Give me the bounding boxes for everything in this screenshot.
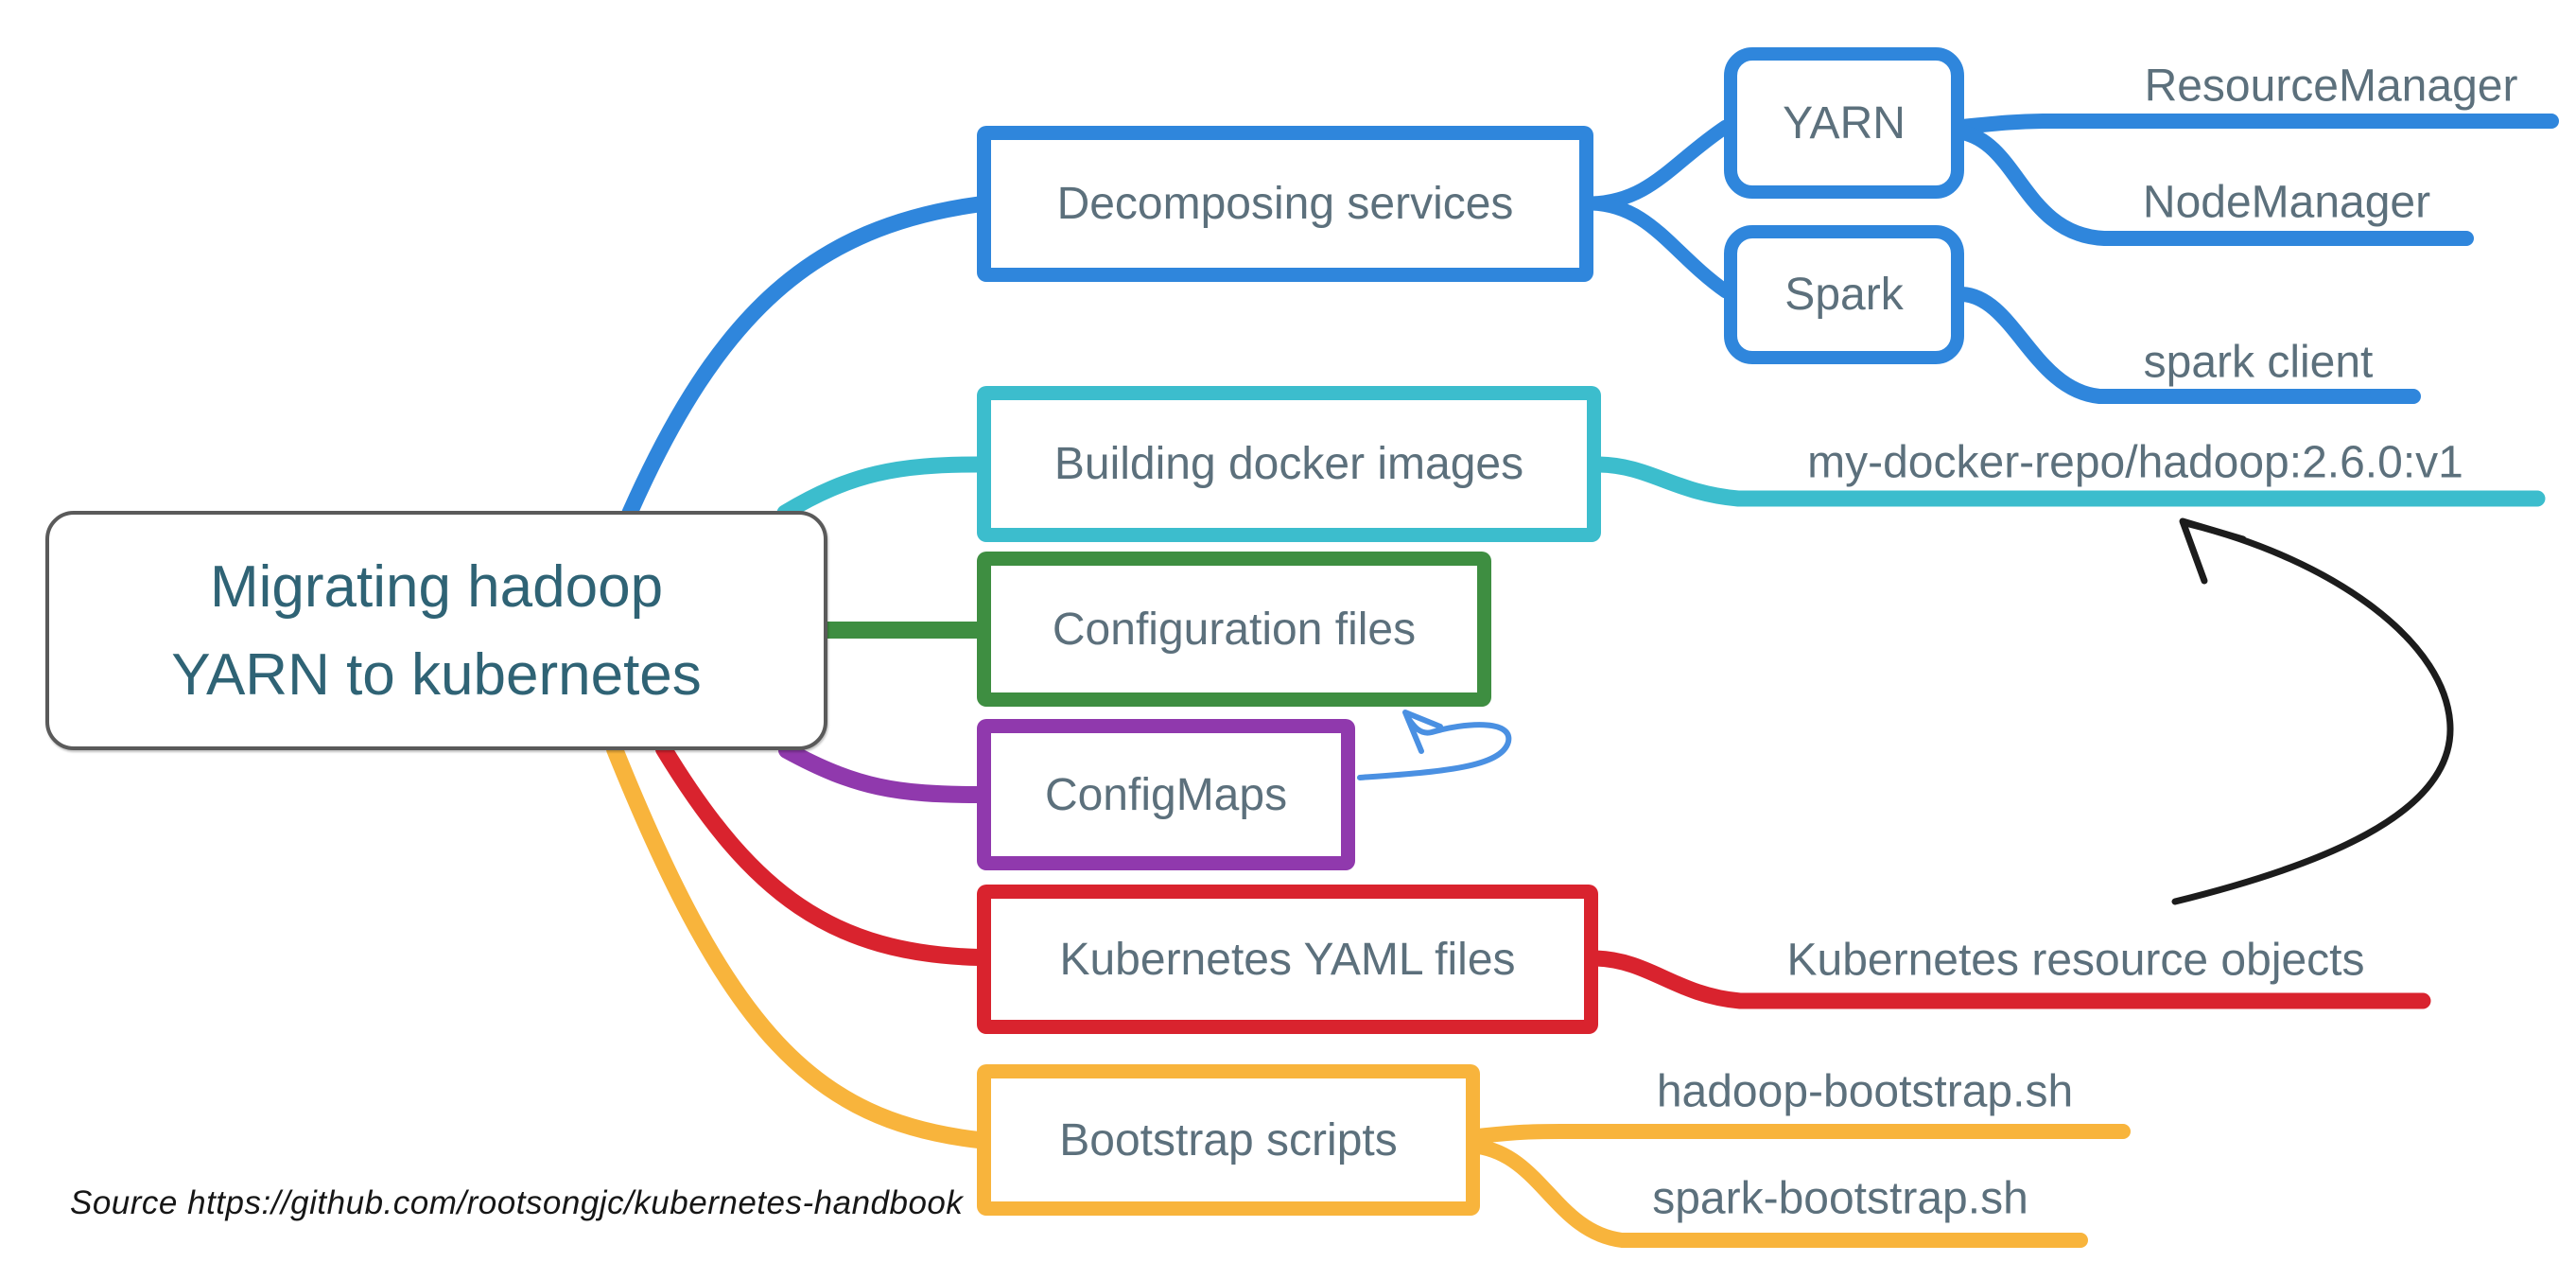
leaf-label-spark-client: spark client: [2143, 337, 2374, 388]
branch-node-configmaps: ConfigMaps: [977, 719, 1355, 870]
leaf-label-kubernetes-resource-objects: Kubernetes resource objects: [1786, 935, 2365, 986]
annotation-arrow-black-curve: [2171, 520, 2454, 905]
branch-line-yarn: [1584, 119, 1733, 211]
leaf-label-resource-manager: ResourceManager: [2144, 61, 2518, 112]
leaf-label-hadoop-bootstrap: hadoop-bootstrap.sh: [1656, 1066, 2074, 1117]
leaf-label-spark-bootstrap: spark-bootstrap.sh: [1652, 1173, 2028, 1224]
leaf-line-spark-client: [1955, 287, 2421, 404]
leaf-label-docker-repo: my-docker-repo/hadoop:2.6.0:v1: [1807, 437, 2463, 488]
branch-label-configmaps: ConfigMaps: [1044, 769, 1288, 820]
branch-line-spark: [1584, 196, 1733, 299]
leaf-label-node-manager: NodeManager: [2142, 177, 2431, 228]
branch-line-bootstrap: [606, 741, 987, 1148]
subtopic-node-yarn: YARN: [1724, 47, 1964, 199]
branch-label-configuration-files: Configuration files: [1052, 604, 1417, 655]
subtopic-label-spark: Spark: [1784, 270, 1904, 320]
branch-label-kubernetes-yaml-files: Kubernetes YAML files: [1059, 934, 1516, 985]
branch-node-decomposing-services: Decomposing services: [977, 126, 1593, 282]
leaf-line-resource-manager: [1955, 114, 2559, 134]
central-topic-line2: YARN to kubernetes: [171, 641, 702, 708]
branch-line-decomposing: [621, 196, 987, 521]
leaf-line-k8s-resources: [1588, 950, 2431, 1009]
leaf-line-spark-bootstrap: [1471, 1139, 2088, 1248]
subtopic-node-spark: Spark: [1724, 225, 1964, 364]
branch-label-building-docker-images: Building docker images: [1053, 439, 1524, 489]
branch-node-bootstrap-scripts: Bootstrap scripts: [977, 1064, 1480, 1216]
annotation-arrowhead-blue-icon: [1402, 710, 1443, 754]
central-topic-line1: Migrating hadoop: [209, 553, 664, 620]
branch-node-configuration-files: Configuration files: [977, 552, 1491, 707]
branch-line-yaml: [655, 741, 987, 966]
branch-label-bootstrap-scripts: Bootstrap scripts: [1059, 1114, 1398, 1166]
branch-line-configmaps: [778, 742, 987, 803]
branch-line-docker: [776, 456, 987, 521]
leaf-line-docker-repo: [1591, 456, 2546, 507]
annotation-arrowhead-black-icon: [2179, 517, 2247, 585]
branch-label-decomposing-services: Decomposing services: [1056, 179, 1514, 229]
subtopic-label-yarn: YARN: [1783, 97, 1906, 149]
source-attribution: Source https://github.com/rootsongjc/kub…: [70, 1184, 964, 1221]
leaf-line-node-manager: [1955, 125, 2474, 246]
central-topic-node: Migrating hadoop YARN to kubernetes: [45, 511, 827, 750]
leaf-line-hadoop-bootstrap: [1471, 1124, 2131, 1144]
branch-node-building-docker-images: Building docker images: [977, 386, 1601, 542]
annotation-arrow-blue-curve: [1357, 715, 1512, 780]
branch-node-kubernetes-yaml-files: Kubernetes YAML files: [977, 885, 1598, 1034]
